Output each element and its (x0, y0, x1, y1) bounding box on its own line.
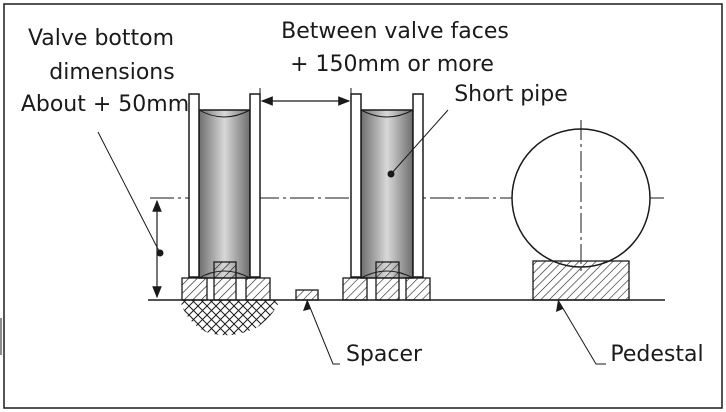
spacer-block (295, 289, 319, 301)
short-pipe-flange-right (412, 93, 424, 278)
left-valve (188, 93, 261, 279)
left-valve-flange-left (188, 93, 200, 278)
leader-short-pipe (387, 109, 449, 178)
valve-bottom-label-line3: About + 50mm (21, 92, 189, 117)
spacer-label: Spacer (346, 342, 423, 367)
short-pipe-supports (342, 261, 431, 301)
leader-spacer (303, 299, 340, 365)
short-pipe-flange-left (350, 93, 362, 278)
between-faces-label-line1: Between valve faces (281, 19, 509, 44)
bottom-dimension (150, 197, 162, 299)
leader-valve-bottom (97, 131, 164, 257)
left-valve-flange-right (249, 93, 261, 278)
pipe-end-view (511, 120, 651, 275)
foundation-crosshatch (180, 300, 280, 336)
pedestal-block (532, 260, 630, 301)
valve-bottom-label-line1: Valve bottom (28, 26, 174, 51)
valve-bottom-label-line2: dimensions (49, 60, 174, 85)
short-pipe-label: Short pipe (454, 82, 568, 107)
diagram-frame (3, 3, 723, 409)
pedestal-label: Pedestal (610, 342, 703, 367)
faces-dimension (259, 88, 352, 106)
between-faces-label-line2: + 150mm or more (290, 52, 494, 77)
leader-pedestal (556, 299, 606, 365)
short-pipe (350, 93, 424, 279)
left-supports (180, 261, 280, 336)
